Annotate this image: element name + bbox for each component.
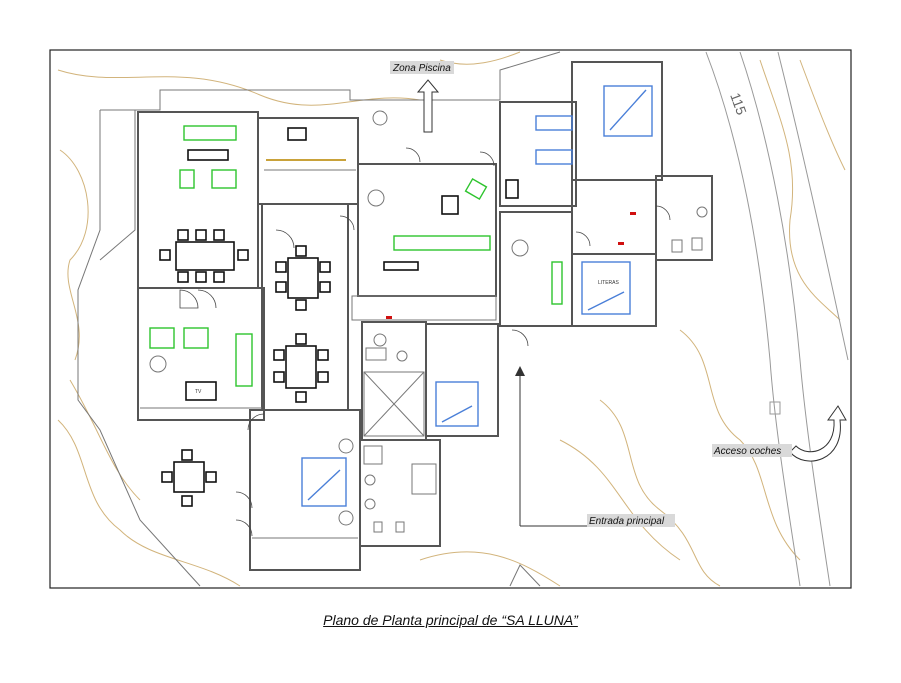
car-access-tag <box>712 444 792 457</box>
bed-top-right <box>603 85 653 137</box>
pool-zone-tag <box>390 61 454 74</box>
beds <box>301 85 653 507</box>
dining-table-left <box>175 241 235 271</box>
bed-central <box>435 381 479 427</box>
sofa-central-living <box>393 235 491 251</box>
tv-unit <box>185 381 217 401</box>
main-entrance-tag <box>587 514 675 527</box>
pool-arrow <box>416 79 440 133</box>
sofas <box>149 125 563 387</box>
main-entrance-label: Entrada principal <box>589 516 665 527</box>
dining-table-mid-bottom <box>285 345 317 389</box>
bed-lower <box>301 457 347 507</box>
bunks-label: LITERAS <box>598 280 620 286</box>
road-number: 115 <box>727 91 750 118</box>
main-entrance-pointer <box>515 366 600 527</box>
road <box>705 51 849 587</box>
bed-bunks <box>581 261 631 315</box>
tv-label: TV <box>195 389 202 395</box>
car-access-label: Acceso coches <box>713 446 781 457</box>
terrace-outline <box>77 51 561 587</box>
door-marks <box>386 212 636 319</box>
pool-zone-label: Zona Piscina <box>392 63 451 74</box>
car-access-arrow <box>789 405 847 462</box>
furniture <box>149 110 529 526</box>
door-swings <box>179 147 671 537</box>
sofa-top-left <box>183 125 237 141</box>
plan-frame <box>49 49 852 589</box>
bath-fixtures <box>363 206 708 533</box>
walls <box>137 61 713 571</box>
dining-table-mid-top <box>287 257 319 299</box>
plan-caption: Plano de Planta principal de “SA LLUNA” <box>323 612 578 628</box>
outdoor-table <box>173 461 205 493</box>
